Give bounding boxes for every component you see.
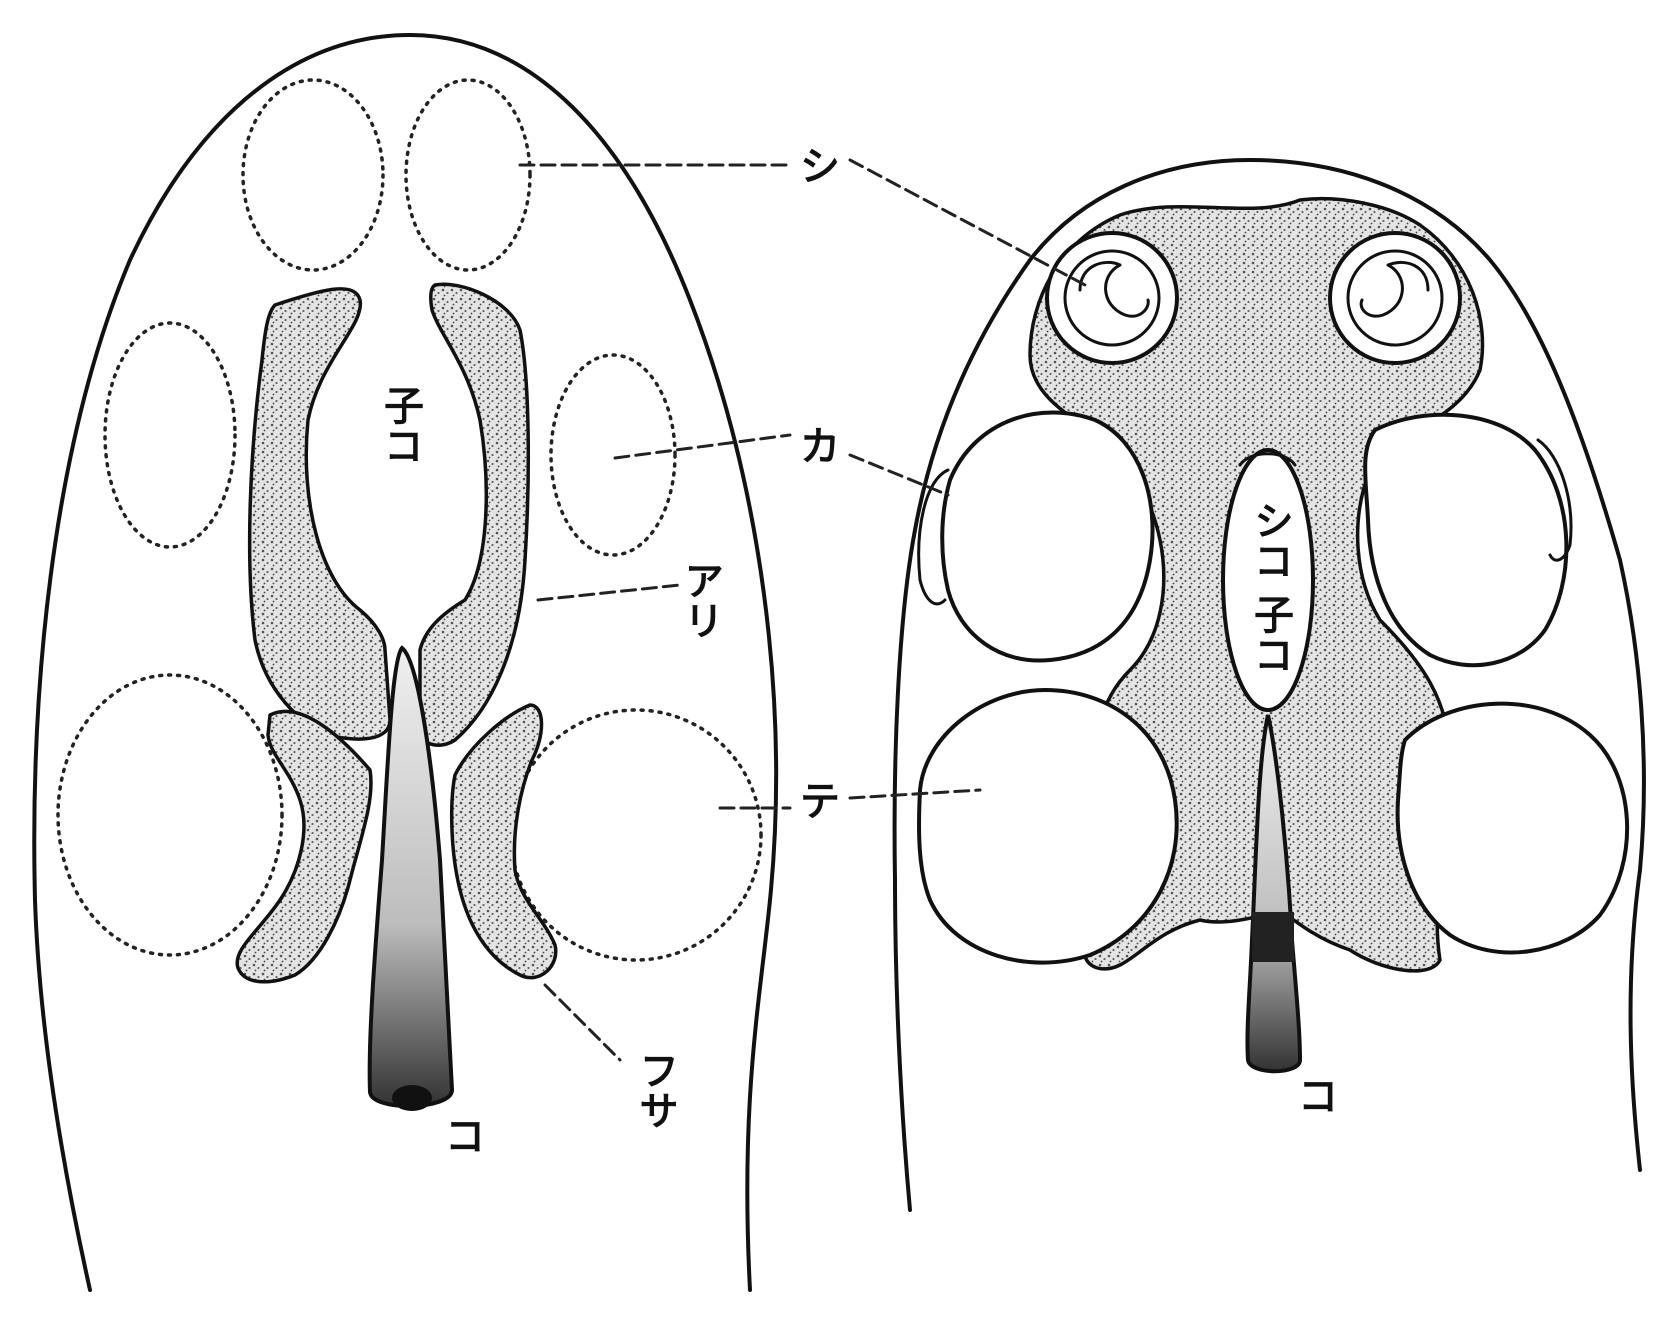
right-spiral-left — [1047, 233, 1177, 363]
left-dotted-ellipse-low-right — [511, 710, 761, 960]
label-shi: シ — [800, 144, 840, 190]
right-proboscis-dark-band — [1252, 912, 1294, 962]
left-dotted-ellipse-top-right — [406, 80, 530, 270]
left-label-tsuko: 子コ — [377, 385, 423, 465]
left-dotted-ellipse-mid-right — [551, 355, 675, 555]
right-spiral-right — [1330, 233, 1460, 363]
left-dotted-ellipse-top-left — [243, 80, 383, 270]
leader-fusa — [545, 985, 620, 1060]
leader-shi-right — [850, 160, 1085, 285]
left-stippled-wing-right — [452, 705, 556, 978]
right-eye-lower-left — [919, 690, 1177, 963]
right-label-ko: コ — [1298, 1074, 1338, 1120]
left-stippled-wing-left — [237, 711, 371, 981]
label-ari: アリ — [677, 560, 723, 640]
left-dotted-ellipse-low-left — [58, 675, 282, 955]
left-dotted-ellipse-mid-left — [105, 323, 235, 547]
left-proboscis-tip — [392, 1085, 432, 1111]
right-eye-upper-left — [942, 413, 1152, 661]
left-label-ko: コ — [445, 1114, 485, 1160]
label-ka: カ — [800, 424, 840, 470]
right-label-shiko-tsuko: シコ 子コ — [1247, 500, 1293, 674]
left-stippled-band-upper — [250, 284, 529, 745]
label-fusa: フサ — [632, 1050, 678, 1130]
right-figure: シコ 子コ コ — [895, 160, 1644, 1210]
right-eye-upper-right — [1365, 415, 1566, 665]
right-eye-lower-right — [1398, 704, 1627, 953]
leader-ka-left — [615, 435, 790, 458]
leader-ari — [538, 585, 680, 600]
label-te: テ — [800, 779, 840, 825]
